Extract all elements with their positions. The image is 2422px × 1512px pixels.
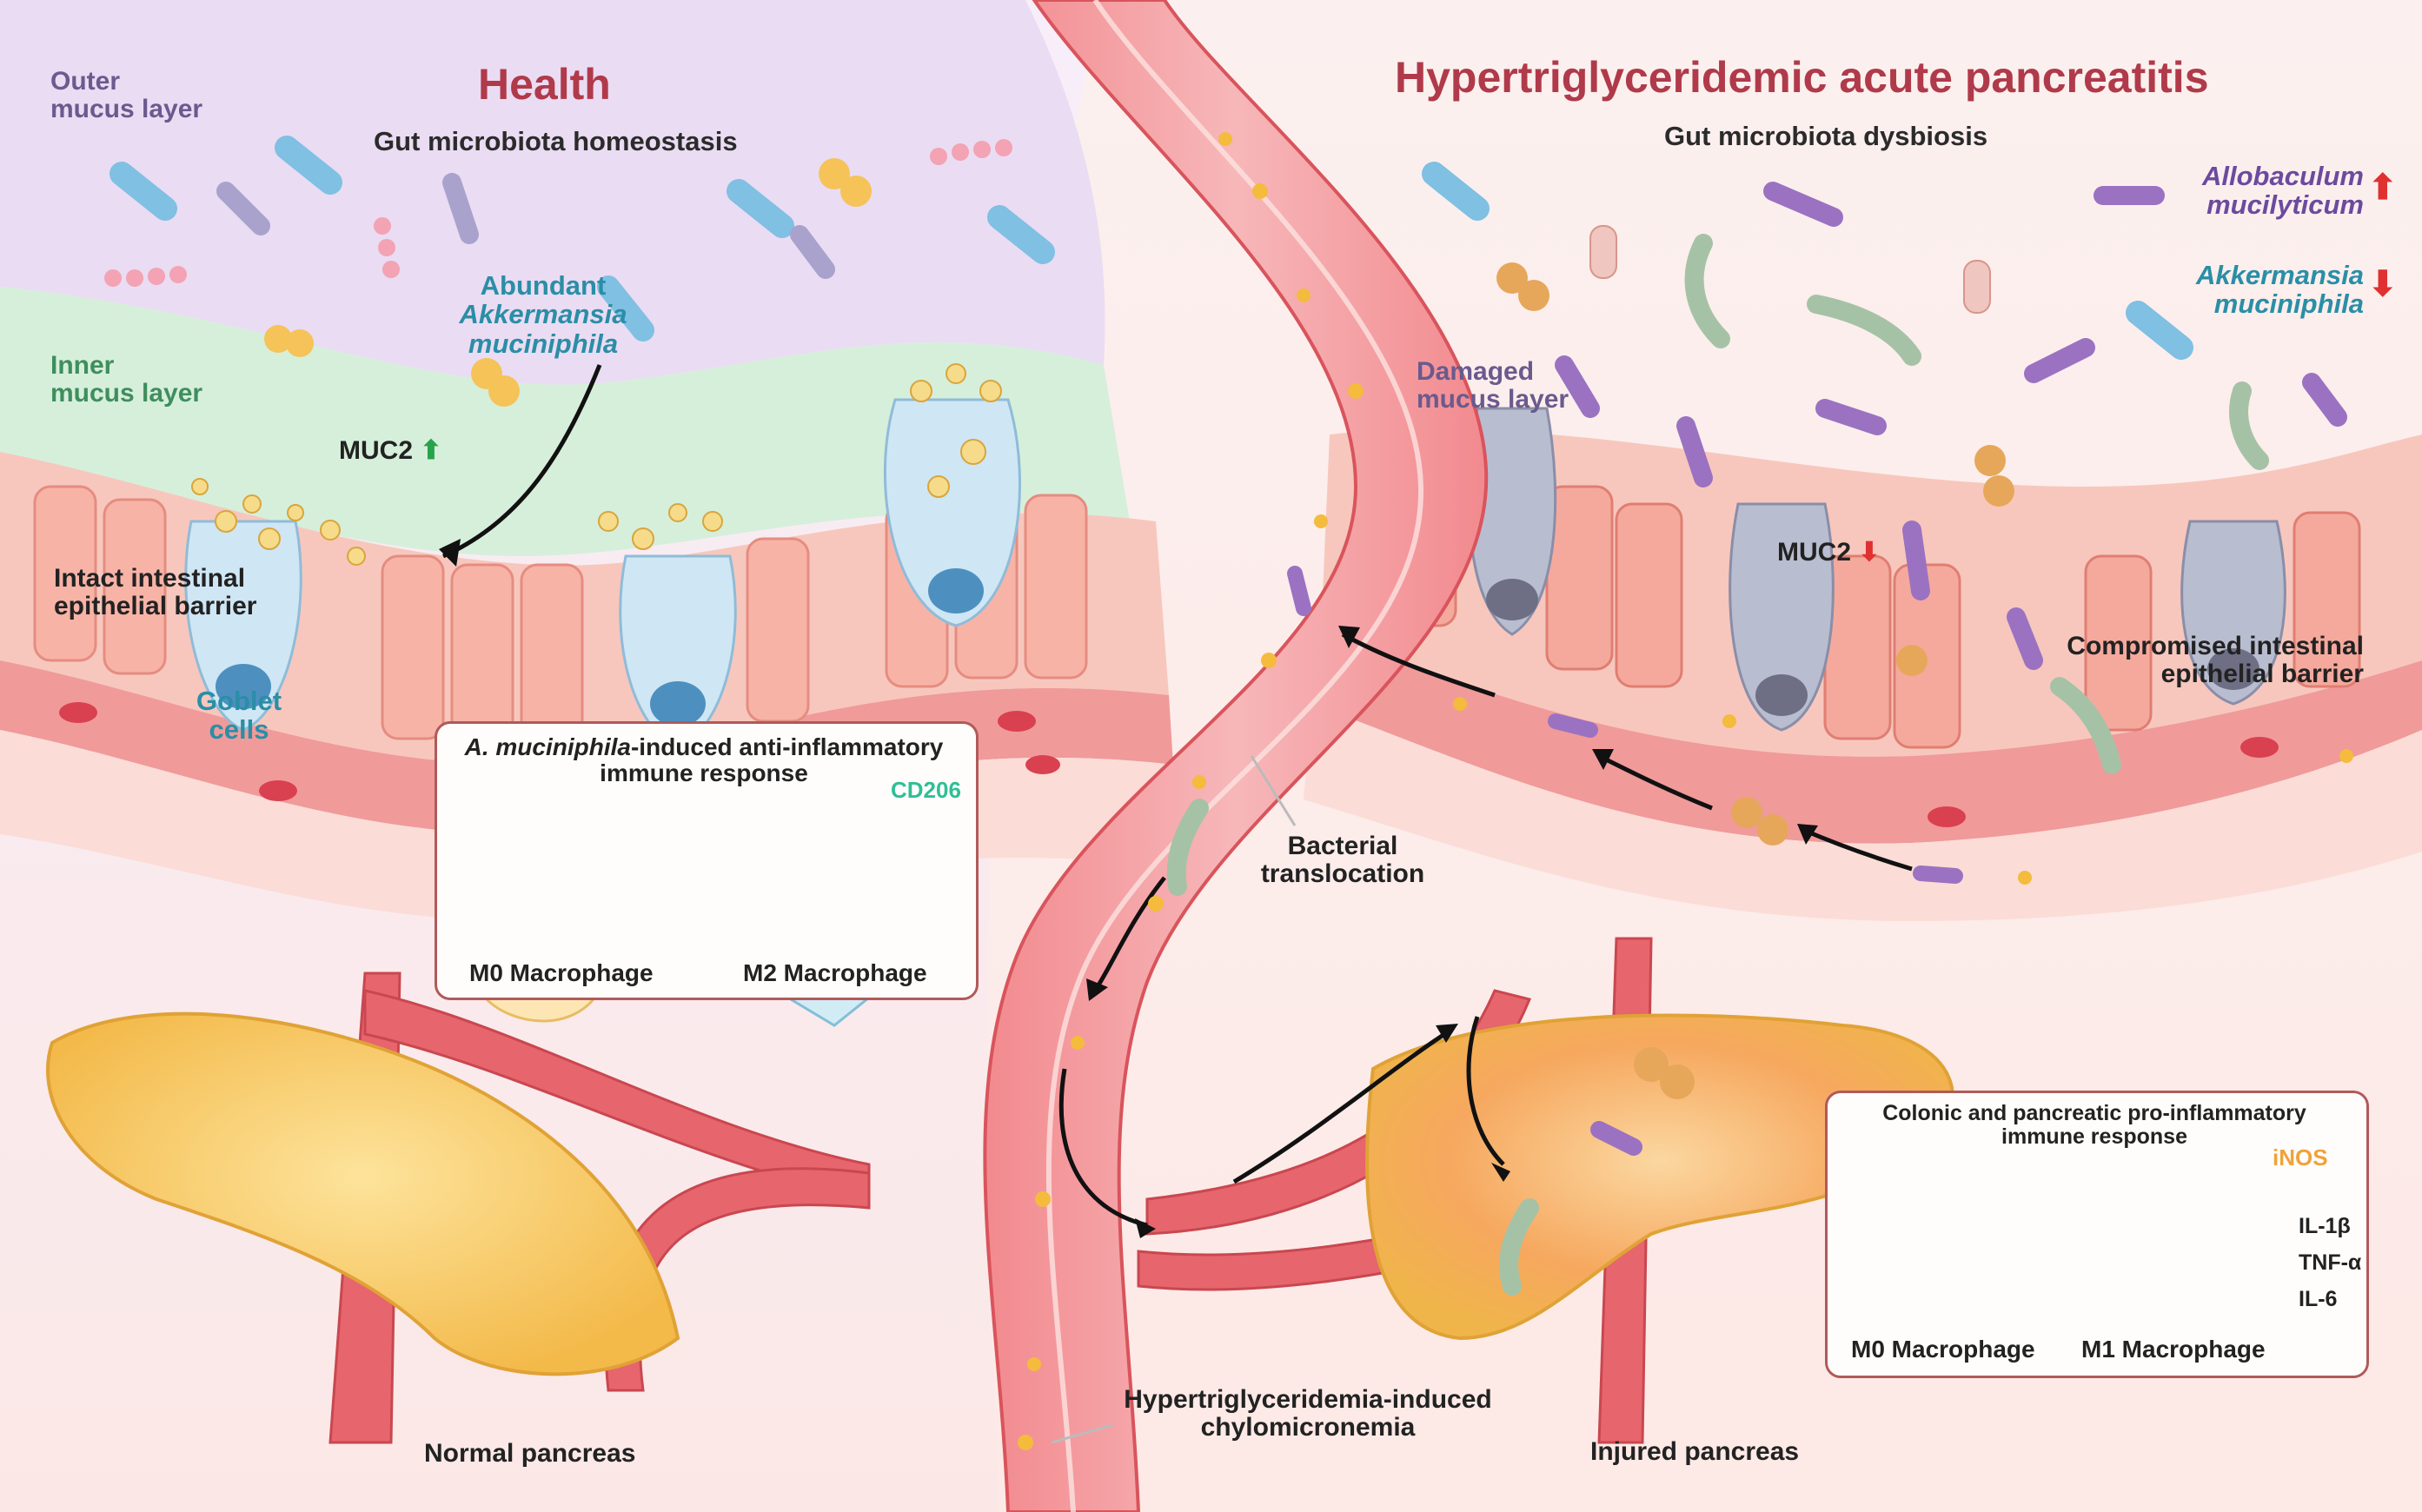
anti-inflammatory-panel xyxy=(435,721,979,1000)
injured-pancreas-label: Injured pancreas xyxy=(1590,1437,1800,1466)
goblet-cells xyxy=(184,398,1021,749)
normal-pancreas-shape xyxy=(46,1011,680,1376)
flow-arrows xyxy=(441,364,1913,1228)
anti-panel-title: A. muciniphila-induced anti-inflammatory… xyxy=(464,733,944,787)
m1-label: M1 Macrophage xyxy=(2081,1336,2266,1363)
il6-label: IL-6 xyxy=(2299,1287,2338,1311)
il1b-label: IL-1β xyxy=(2299,1214,2351,1238)
allobaculum-up-arrow-icon: ⬆ xyxy=(2368,169,2398,207)
normal-pancreas-label: Normal pancreas xyxy=(424,1439,636,1468)
dysbiosis-label: Gut microbiota dysbiosis xyxy=(1664,121,1988,151)
pro-inflammatory-panel xyxy=(1825,1091,2369,1378)
m0-label-right: M0 Macrophage xyxy=(1851,1336,2035,1363)
disease-title: Hypertriglyceridemic acute pancreatitis xyxy=(1395,53,2209,102)
cd206-label: CD206 xyxy=(891,777,961,803)
m0-label-left: M0 Macrophage xyxy=(469,959,654,986)
akkermansia-down-arrow-icon: ⬇ xyxy=(2368,265,2398,303)
commensal-bacteria xyxy=(109,136,2193,360)
pathobiont-bacteria xyxy=(1287,182,2347,1156)
down-arrow-icon: ⬇ xyxy=(1851,538,1881,567)
m2-label: M2 Macrophage xyxy=(743,959,927,986)
homeostasis-label: Gut microbiota homeostasis xyxy=(374,126,738,156)
tnfa-label: TNF-α xyxy=(2299,1250,2362,1275)
health-title: Health xyxy=(478,60,611,109)
blood-vessel xyxy=(983,0,1489,1512)
epithelial-cells-left xyxy=(33,485,1088,749)
muc2-down-label: MUC2 ⬇ xyxy=(1777,538,1881,567)
cocci-chains xyxy=(104,139,1012,287)
up-arrow-icon: ⬆ xyxy=(413,436,442,465)
inos-label: iNOS xyxy=(2273,1144,2328,1170)
damaged-goblet-cells xyxy=(1467,407,2286,732)
muc2-up-label: MUC2 ⬆ xyxy=(339,436,442,465)
